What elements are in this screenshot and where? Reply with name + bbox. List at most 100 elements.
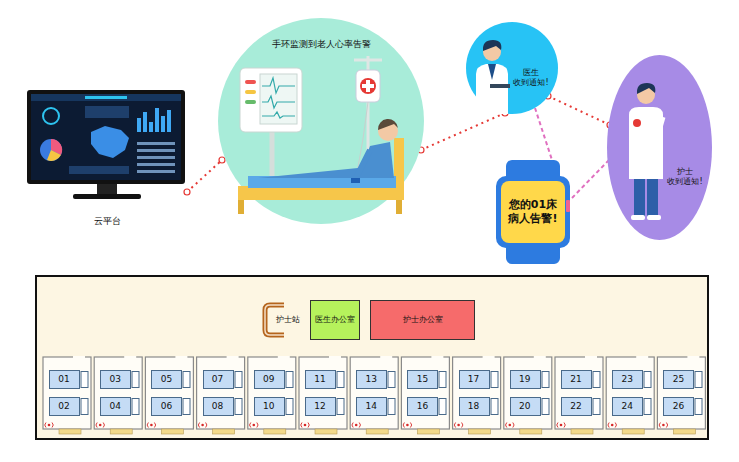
doctor-circle: 医生 收到通知!: [466, 22, 558, 114]
bed-box: 04: [100, 397, 140, 416]
bed-pillow: [388, 372, 395, 388]
nurse-ellipse: 护士 收到通知!: [607, 55, 712, 240]
iv-bag: [356, 70, 380, 102]
watch-button: [566, 200, 570, 212]
bed-pillow: [491, 399, 498, 415]
doctor-hair: [483, 40, 501, 51]
alert-connector: [570, 160, 609, 200]
room-desk: [469, 429, 491, 434]
room-door: [585, 356, 597, 358]
monitor-neck: [97, 184, 117, 194]
room-door: [483, 356, 495, 358]
bed-box: 07: [203, 370, 243, 389]
nurse-badge: [633, 119, 641, 127]
node-label: 护士办公室: [403, 315, 443, 325]
red-cross: [360, 78, 376, 94]
node-label: 21: [561, 374, 591, 385]
bar: [143, 112, 147, 132]
nurse-office: 护士办公室: [370, 300, 475, 340]
room-desk: [110, 429, 132, 434]
bed-box: 14: [356, 397, 396, 416]
bar: [167, 110, 171, 132]
monitor-stand: [270, 132, 275, 183]
bed-frame: [664, 371, 694, 389]
monitor-button: [245, 90, 256, 94]
doctor-tie: [488, 64, 496, 80]
node-label: 云平台: [25, 216, 189, 227]
bed-box: 02: [49, 397, 89, 416]
node-label: 11: [305, 374, 335, 385]
bed-pillow: [695, 372, 702, 388]
bed-pillow: [337, 399, 344, 415]
doctor-coat: [476, 64, 508, 114]
bed-frame: [254, 398, 284, 416]
room-outline: [606, 357, 654, 429]
room-door: [278, 356, 290, 358]
alert-connector: [421, 113, 505, 150]
bed-frame: [254, 371, 284, 389]
bed-box: 22: [561, 397, 601, 416]
node-label: 12: [305, 401, 335, 412]
node-label: 17: [459, 374, 489, 385]
wristband: [351, 178, 360, 183]
nurse-hair: [637, 83, 655, 94]
bed-pillow: [439, 399, 446, 415]
bed-pillow: [491, 372, 498, 388]
table-row: [137, 163, 175, 166]
bed-pillow: [81, 399, 88, 415]
bed-frame: [613, 398, 643, 416]
node-label: 您的01床 病人告警!: [501, 198, 565, 226]
room-door: [329, 356, 341, 358]
wifi-symbol: [506, 423, 514, 428]
watch-case: [496, 176, 570, 248]
node-label: 18: [459, 401, 489, 412]
room-outline: [145, 357, 193, 429]
scene-circle: [218, 18, 424, 224]
medical-monitor: [240, 68, 302, 132]
ward-outline: [36, 276, 708, 439]
monitor-button: [245, 80, 256, 84]
connector-end-dot: [219, 157, 225, 163]
node-label: 02: [49, 401, 79, 412]
bed-box: 24: [612, 397, 652, 416]
bed-frame: [562, 371, 592, 389]
room-door: [227, 356, 239, 358]
bed-frame: [664, 398, 694, 416]
room-door: [431, 356, 443, 358]
bed-frame: [101, 371, 131, 389]
bed-frame: [357, 398, 387, 416]
dashboard-bar: [31, 94, 181, 101]
doctor-office: 医生办公室: [310, 300, 360, 340]
node-label: 10: [254, 401, 284, 412]
bed-box: 26: [663, 397, 703, 416]
bed-box: 13: [356, 370, 396, 389]
bed-pillow: [388, 399, 395, 415]
room-desk: [366, 429, 388, 434]
node-label: 14: [356, 401, 386, 412]
bed-pillow: [235, 399, 242, 415]
room-outline: [350, 357, 398, 429]
alert-connector: [535, 108, 552, 160]
wifi-symbol: [455, 423, 463, 428]
map-shape: [91, 126, 129, 158]
wifi-symbol: [659, 423, 667, 428]
bed-pillow: [183, 399, 190, 415]
pie-slice: [47, 150, 61, 161]
room-outline: [299, 357, 347, 429]
doctor-circle-shape: [466, 22, 558, 114]
node-label: 13: [356, 374, 386, 385]
room-door: [380, 356, 392, 358]
bed-leg: [238, 200, 244, 214]
cloud-platform-shape: [25, 88, 189, 232]
room-desk: [417, 429, 439, 434]
bed-pillow: [644, 399, 651, 415]
iv-hook: [354, 59, 382, 62]
room-outline: [657, 357, 705, 429]
nurse-leg: [634, 175, 645, 217]
room-outline: [248, 357, 296, 429]
room-outline: [43, 357, 91, 429]
bed-frame: [510, 371, 540, 389]
nurse-shoe: [631, 215, 645, 220]
ward-rooms: [43, 357, 705, 434]
dashboard-panel: [69, 166, 129, 174]
